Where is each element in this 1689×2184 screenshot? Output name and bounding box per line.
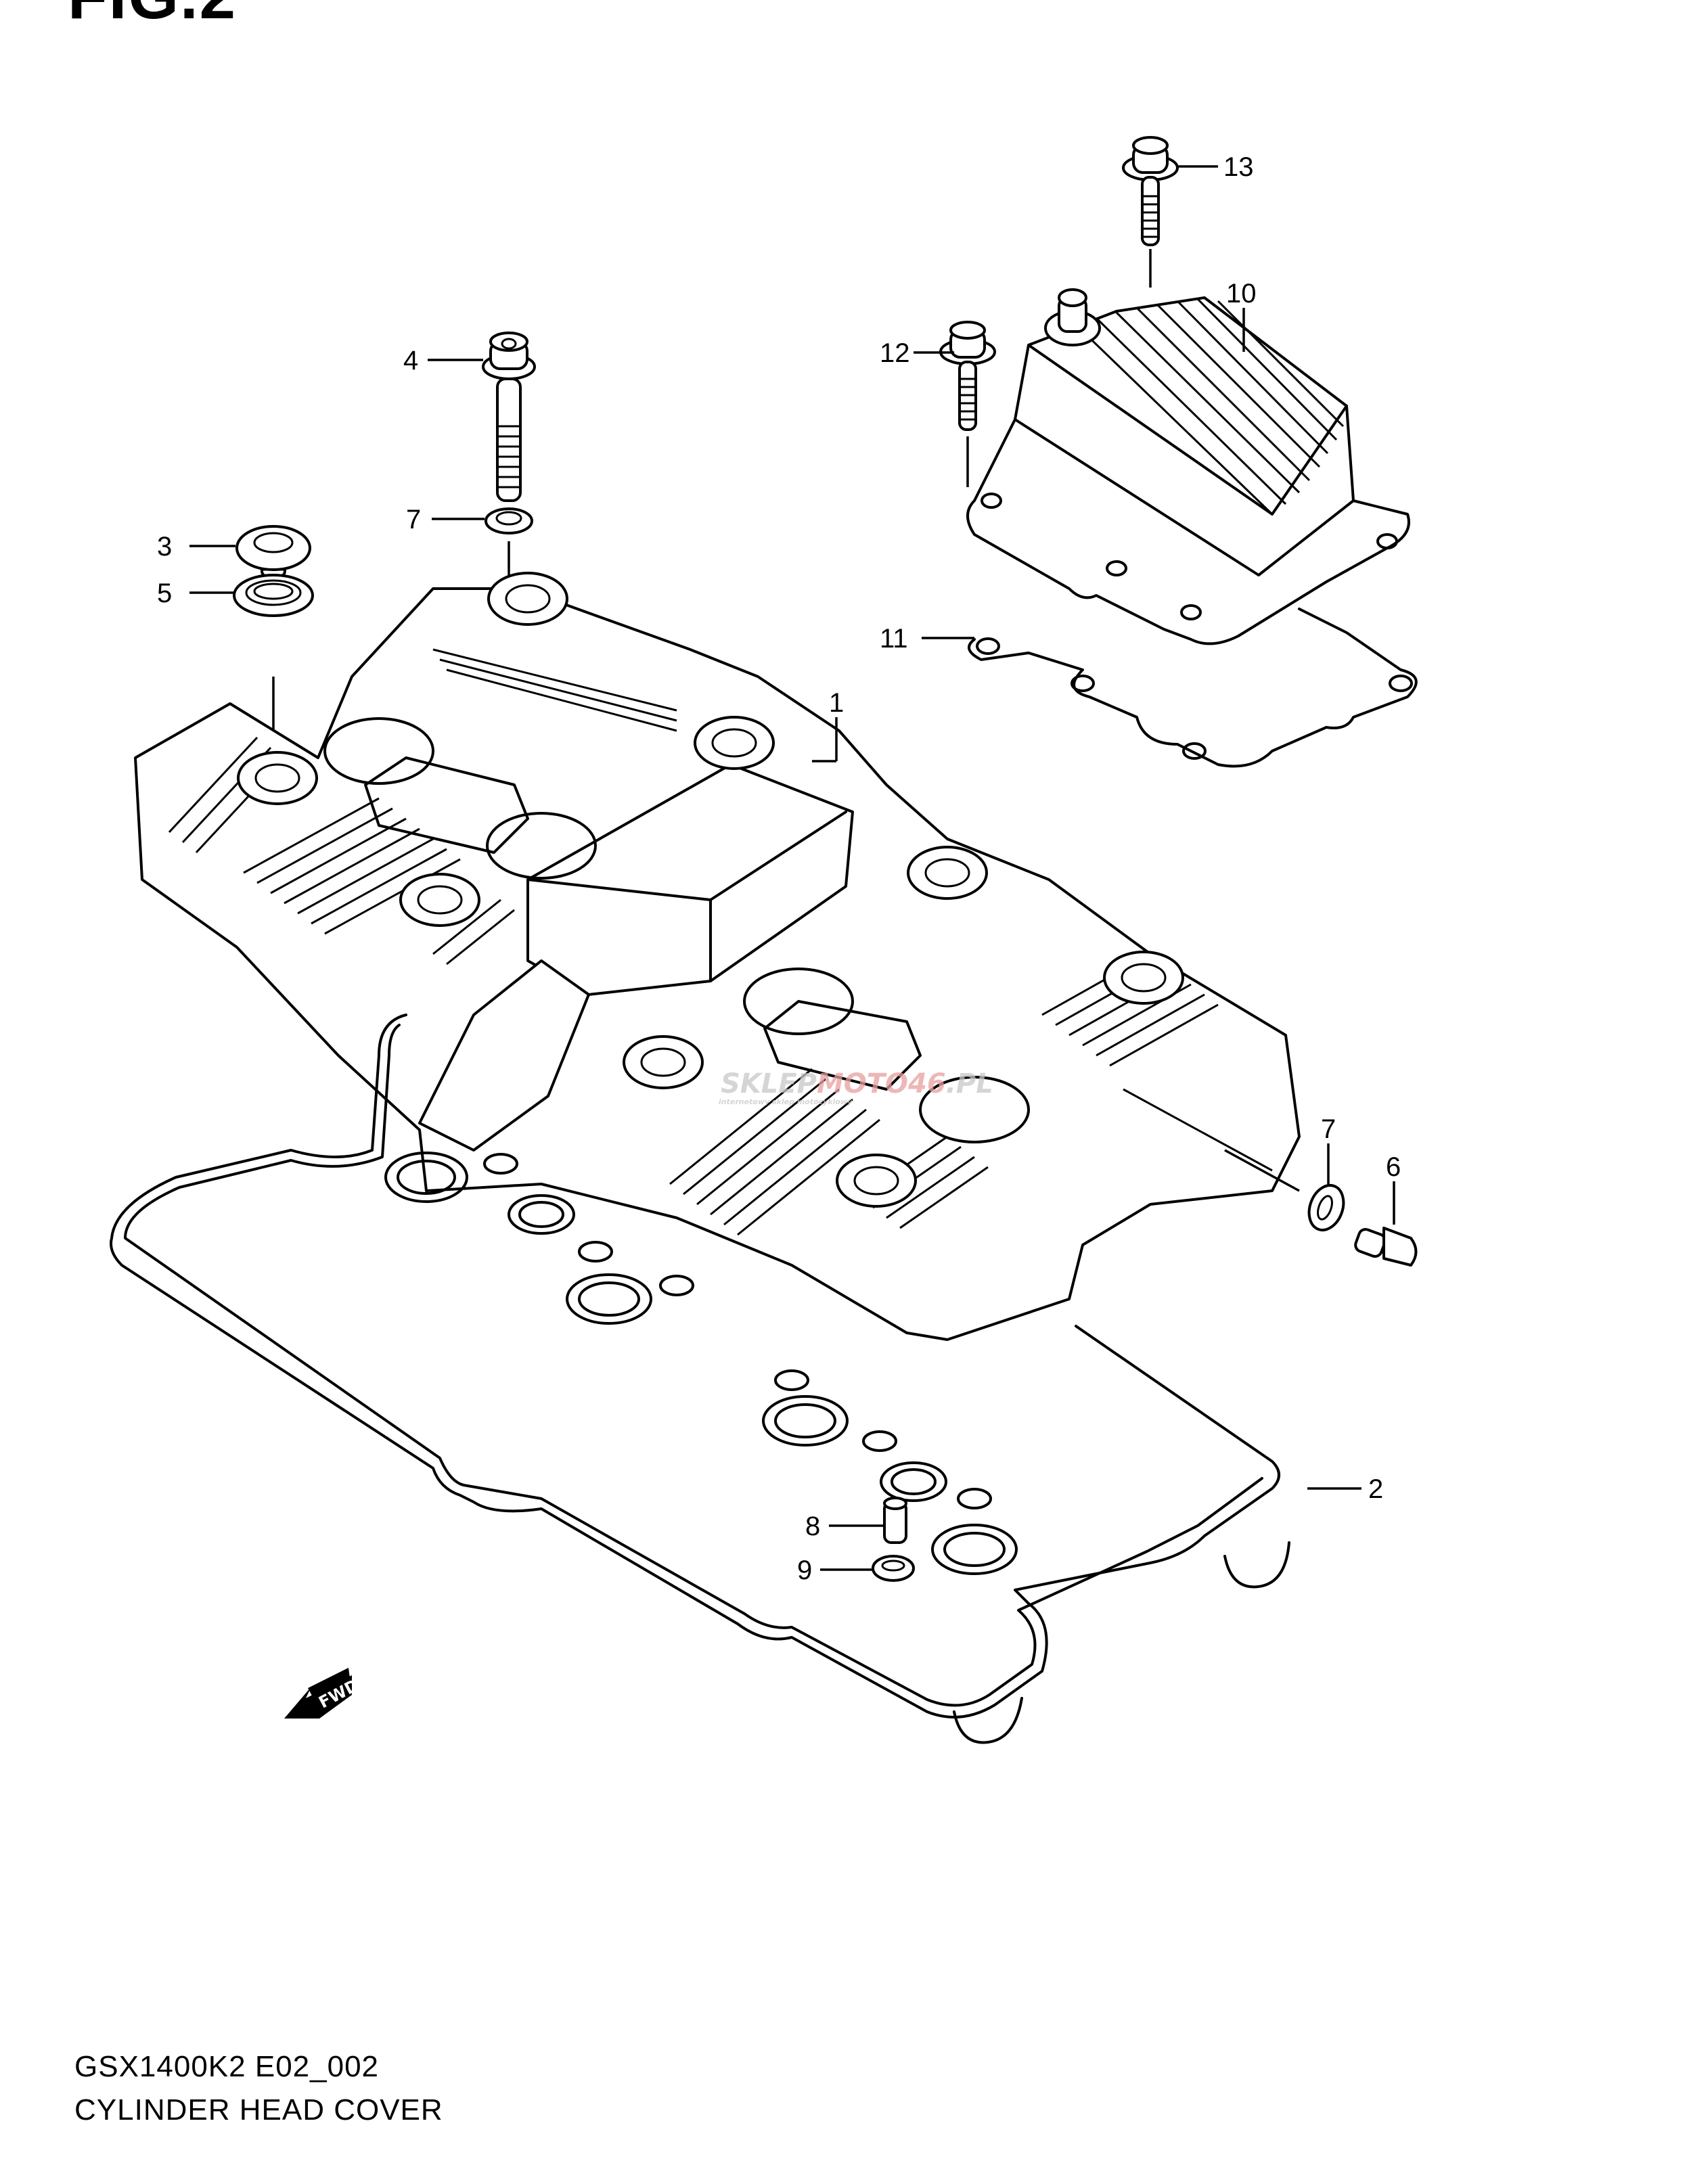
callout-8[interactable]: 8 bbox=[805, 1511, 883, 1541]
part-12-bolt[interactable] bbox=[939, 321, 996, 487]
callout-1[interactable]: 1 bbox=[812, 688, 844, 763]
cover-fins-right bbox=[669, 953, 1219, 1236]
part-6-plug[interactable] bbox=[1353, 1227, 1418, 1267]
watermark: SKLEPMOTO46.PL internetowy sklep motocyk… bbox=[719, 1068, 993, 1106]
callout-number: 2 bbox=[1368, 1474, 1383, 1504]
callout-3[interactable]: 3 bbox=[157, 532, 235, 562]
part-13-bolt[interactable] bbox=[1122, 136, 1179, 288]
callout-12[interactable]: 12 bbox=[880, 338, 954, 368]
callout-number: 6 bbox=[1386, 1152, 1401, 1182]
callout-11[interactable]: 11 bbox=[880, 624, 974, 654]
callout-number: 5 bbox=[157, 578, 172, 608]
cover-bolt-bosses bbox=[237, 572, 1184, 1208]
part-7-washer-side[interactable] bbox=[1224, 1149, 1349, 1235]
callout-4[interactable]: 4 bbox=[403, 346, 483, 376]
watermark-brand-suffix: .PL bbox=[946, 1068, 993, 1099]
cover-fins-left bbox=[168, 648, 677, 965]
figure-label: FIG.2 bbox=[68, 0, 237, 34]
callout-number: 8 bbox=[805, 1511, 820, 1541]
callout-number: 9 bbox=[797, 1555, 812, 1585]
callout-7-side[interactable]: 7 bbox=[1321, 1114, 1336, 1185]
callout-7-top[interactable]: 7 bbox=[406, 505, 485, 534]
callout-13[interactable]: 13 bbox=[1177, 152, 1254, 182]
callout-number: 11 bbox=[880, 624, 908, 654]
callout-number: 3 bbox=[157, 532, 172, 562]
part-3-cap-bolt[interactable] bbox=[235, 525, 311, 578]
callout-number: 7 bbox=[406, 505, 421, 534]
part-9-o-ring[interactable] bbox=[872, 1555, 915, 1582]
spark-plug-openings bbox=[323, 717, 1030, 1143]
callout-9[interactable]: 9 bbox=[797, 1555, 873, 1585]
part-10-breather-cover[interactable] bbox=[966, 288, 1410, 645]
part-2-cover-gasket[interactable] bbox=[110, 1014, 1290, 1744]
callout-2[interactable]: 2 bbox=[1307, 1474, 1383, 1504]
watermark-brand-red: MOTO bbox=[817, 1068, 908, 1099]
callout-number: 1 bbox=[829, 688, 844, 718]
callout-number: 10 bbox=[1226, 279, 1257, 309]
watermark-tagline: internetowy sklep motocyklowy bbox=[719, 1097, 853, 1106]
part-1-cylinder-head-cover[interactable] bbox=[134, 572, 1301, 1341]
part-11-breather-gasket[interactable] bbox=[968, 608, 1418, 768]
callout-number: 13 bbox=[1223, 152, 1254, 182]
watermark-brand-gray: SKLEP bbox=[721, 1068, 817, 1099]
forward-arrow-icon: FWD bbox=[284, 1668, 362, 1719]
callout-10[interactable]: 10 bbox=[1226, 279, 1257, 352]
part-4-bolt[interactable] bbox=[482, 332, 536, 502]
callout-number: 12 bbox=[880, 338, 910, 368]
part-5-seal[interactable] bbox=[233, 574, 314, 778]
callout-5[interactable]: 5 bbox=[157, 578, 234, 608]
breather-fins bbox=[1075, 298, 1345, 516]
callout-number: 7 bbox=[1321, 1114, 1336, 1144]
part-8-dowel-pin[interactable] bbox=[883, 1497, 907, 1544]
callout-6[interactable]: 6 bbox=[1386, 1152, 1401, 1225]
svg-text:SKLEPMOTO46.PL: SKLEPMOTO46.PL bbox=[721, 1068, 993, 1099]
model-code: GSX1400K2 E02_002 bbox=[74, 2050, 380, 2083]
diagram-title: CYLINDER HEAD COVER bbox=[74, 2093, 443, 2126]
watermark-brand-num: 46 bbox=[907, 1068, 946, 1099]
callout-number: 4 bbox=[403, 346, 418, 376]
